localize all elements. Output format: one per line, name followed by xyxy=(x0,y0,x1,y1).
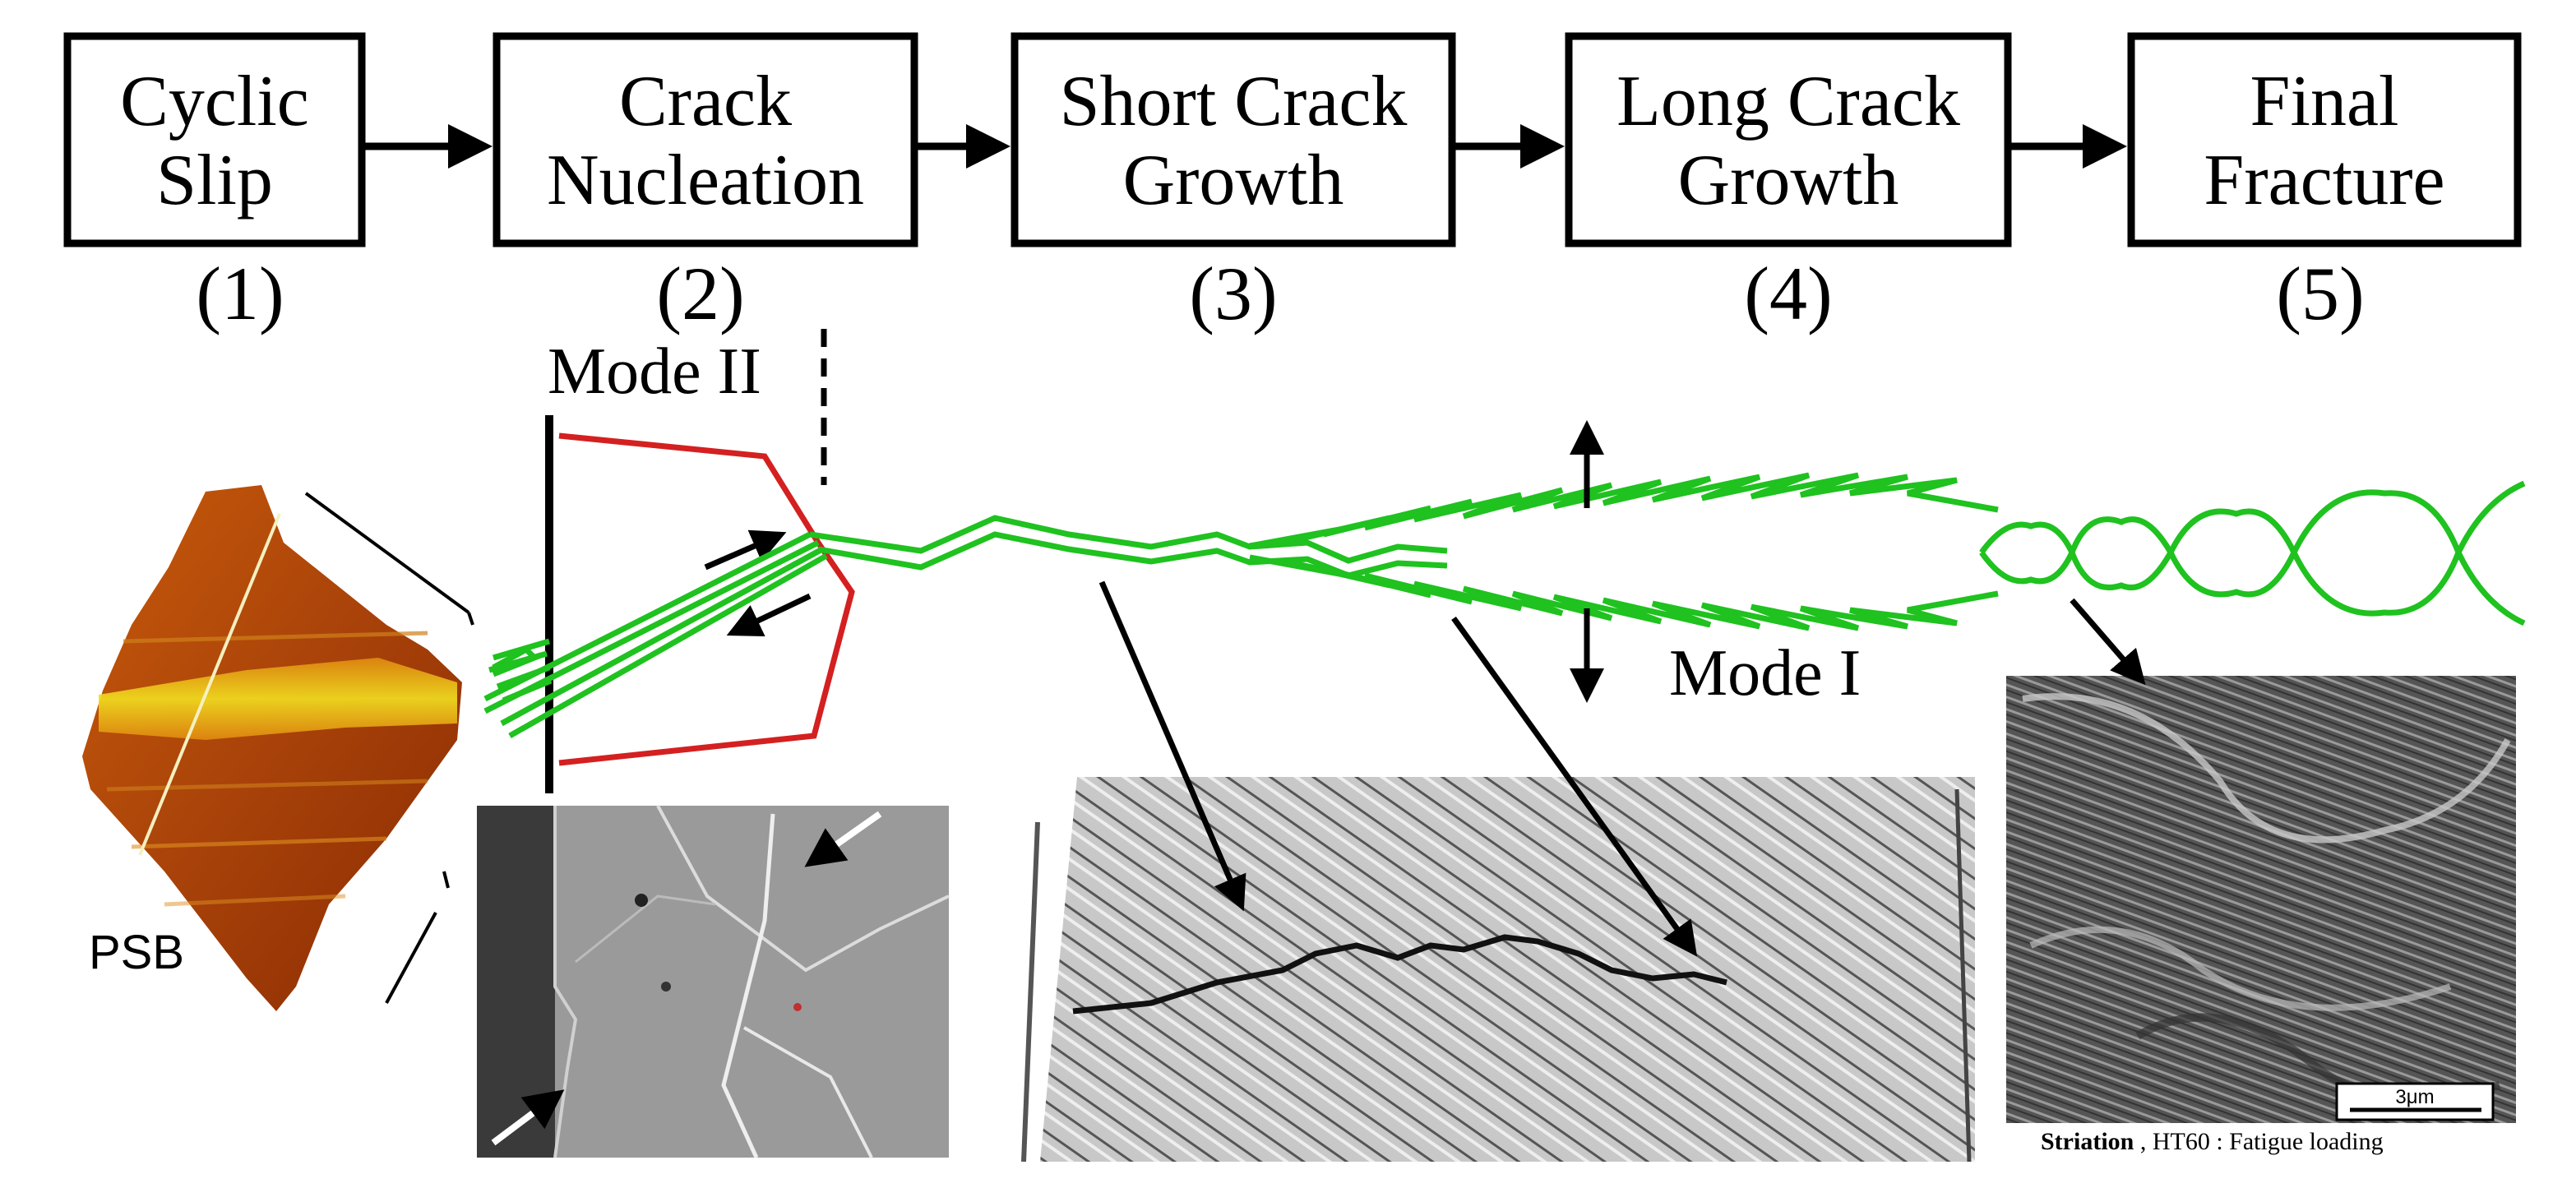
scale-bar-label: 3μm xyxy=(2395,1086,2434,1108)
stage-2-line-2: Nucleation xyxy=(547,141,864,220)
stage-5-line-2: Fracture xyxy=(2204,141,2444,220)
psb-label: PSB xyxy=(89,926,184,979)
crack-trace xyxy=(1072,934,1727,1015)
pointer-short-crack xyxy=(1098,580,1246,912)
stage-box-3: Short Crack Growth xyxy=(1011,32,1456,247)
stage-3-number: (3) xyxy=(1189,252,1277,335)
stage-2-number: (2) xyxy=(656,252,744,335)
pointer-final-fracture xyxy=(2070,598,2146,686)
shear-arrow-up xyxy=(704,529,787,571)
stage-5-number: (5) xyxy=(2276,252,2364,335)
shear-arrow-down xyxy=(726,593,812,636)
stage-4-number: (4) xyxy=(1744,252,1832,335)
stage-box-5: Final Fracture xyxy=(2127,32,2522,247)
striation-caption: Striation , HT60 : Fatigue loading xyxy=(2041,1128,2384,1155)
micrograph-arrow-lower xyxy=(491,1089,565,1146)
stage-5-line-1: Final xyxy=(2250,62,2399,141)
stage-box-4: Long Crack Growth xyxy=(1565,32,2012,247)
stage-1-line-1: Cyclic xyxy=(120,62,309,141)
crack-path xyxy=(483,472,2526,739)
striation-caption-rest: , HT60 : Fatigue loading xyxy=(2134,1128,2383,1155)
stage-1-number: (1) xyxy=(196,252,284,335)
stage-1-line-2: Slip xyxy=(156,141,273,220)
micrograph-arrow-upper xyxy=(804,811,882,867)
stage-3-line-1: Short Crack xyxy=(1060,62,1408,141)
mode-one-label: Mode I xyxy=(1669,637,1861,710)
grain-boundary-outline xyxy=(558,432,855,766)
stage-3-line-2: Growth xyxy=(1123,141,1344,220)
crack-growth-micrograph xyxy=(999,580,1975,1163)
stage-4-line-2: Growth xyxy=(1678,141,1899,220)
stage-box-1: Cyclic Slip xyxy=(63,32,366,247)
pointer-long-crack xyxy=(1451,616,1698,957)
striation-caption-bold: Striation xyxy=(2041,1128,2134,1155)
stage-2-line-1: Crack xyxy=(619,62,792,141)
striation-micrograph: 3μm Striation , HT60 : Fatigue loading xyxy=(2006,598,2516,1159)
stage-box-2: Crack Nucleation xyxy=(493,32,918,247)
nucleation-micrograph xyxy=(477,805,950,1159)
mode-two-label: Mode II xyxy=(548,335,761,408)
psb-surface-image xyxy=(82,485,474,1011)
stage-4-line-1: Long Crack xyxy=(1616,62,1960,141)
